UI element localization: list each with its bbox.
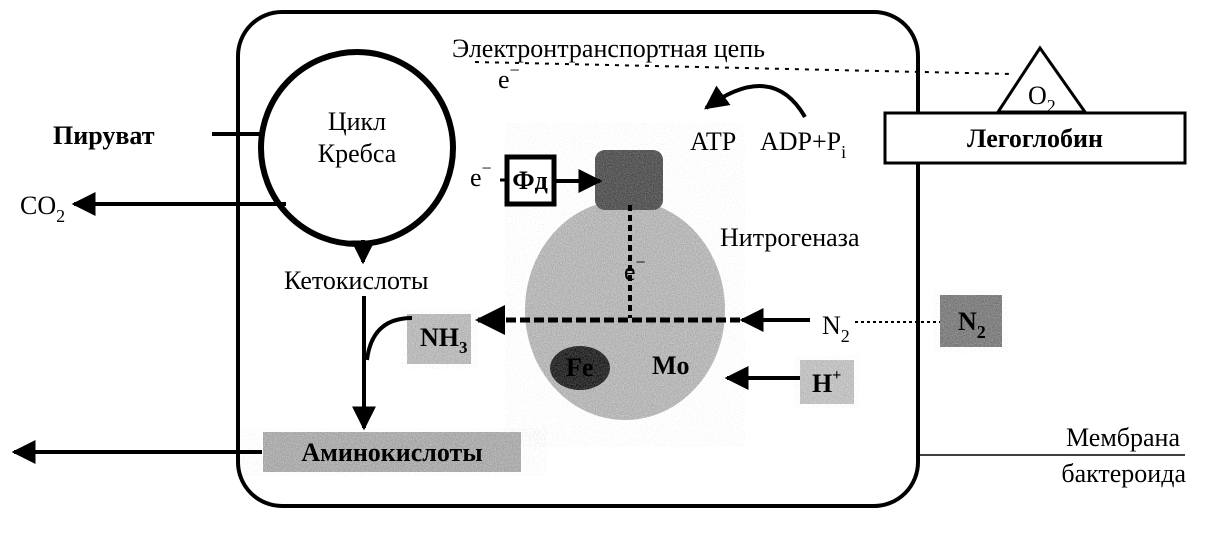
e-top-label: e− bbox=[498, 60, 520, 94]
adp-label: ADP+Pi bbox=[760, 127, 846, 162]
pyruvate-label: Пируват bbox=[53, 121, 155, 150]
co2-label: CO2 bbox=[20, 191, 65, 226]
nh3-bg bbox=[407, 314, 471, 364]
krebs-line1: Цикл bbox=[328, 107, 386, 136]
amino-bg bbox=[263, 432, 521, 472]
nh3-label: NH3 bbox=[420, 323, 468, 357]
n2-outer-bg bbox=[940, 295, 1002, 347]
fe-protein-blob bbox=[595, 150, 663, 210]
nh3-join-curve bbox=[365, 316, 413, 361]
atp-label: ATP bbox=[690, 127, 736, 156]
nitrogenase-label: Нитрогеназа bbox=[720, 223, 860, 252]
amino-label: Аминокислоты bbox=[301, 438, 482, 467]
o2-label: O2 bbox=[1028, 81, 1056, 116]
leghemoglobin-box bbox=[883, 111, 1187, 165]
membrane-line2: бактероида bbox=[1061, 459, 1186, 488]
membrane-line1: Мембрана bbox=[1066, 423, 1180, 452]
fe-mo-cofactor-blob bbox=[550, 346, 610, 390]
e-nitro-label: e− bbox=[624, 252, 646, 286]
n2-inner-label: N2 bbox=[822, 311, 850, 346]
keto-label: Кетокислоты bbox=[284, 266, 428, 295]
etc-electron-path bbox=[474, 61, 1013, 75]
etc-label: Электронтранспортная цепь bbox=[452, 34, 765, 63]
nitrogenase-complex bbox=[525, 150, 725, 420]
n2-outer-label: N2 bbox=[958, 307, 986, 342]
krebs-line2: Кребса bbox=[318, 139, 397, 168]
fd-label: Фд bbox=[512, 166, 547, 195]
bacteroid-cell bbox=[236, 10, 920, 508]
h-bg bbox=[800, 360, 854, 404]
mo-label: Mo bbox=[652, 351, 690, 380]
e-krebs-label: e− bbox=[470, 158, 492, 192]
atp-curved-arrow bbox=[704, 84, 807, 119]
h-label: H+ bbox=[812, 367, 841, 398]
nitrogenase-blob bbox=[525, 200, 725, 420]
leghemoglobin-label: Легоглобин bbox=[967, 124, 1103, 153]
fe-label: Fe bbox=[566, 353, 593, 382]
o2-triangle bbox=[995, 45, 1088, 114]
